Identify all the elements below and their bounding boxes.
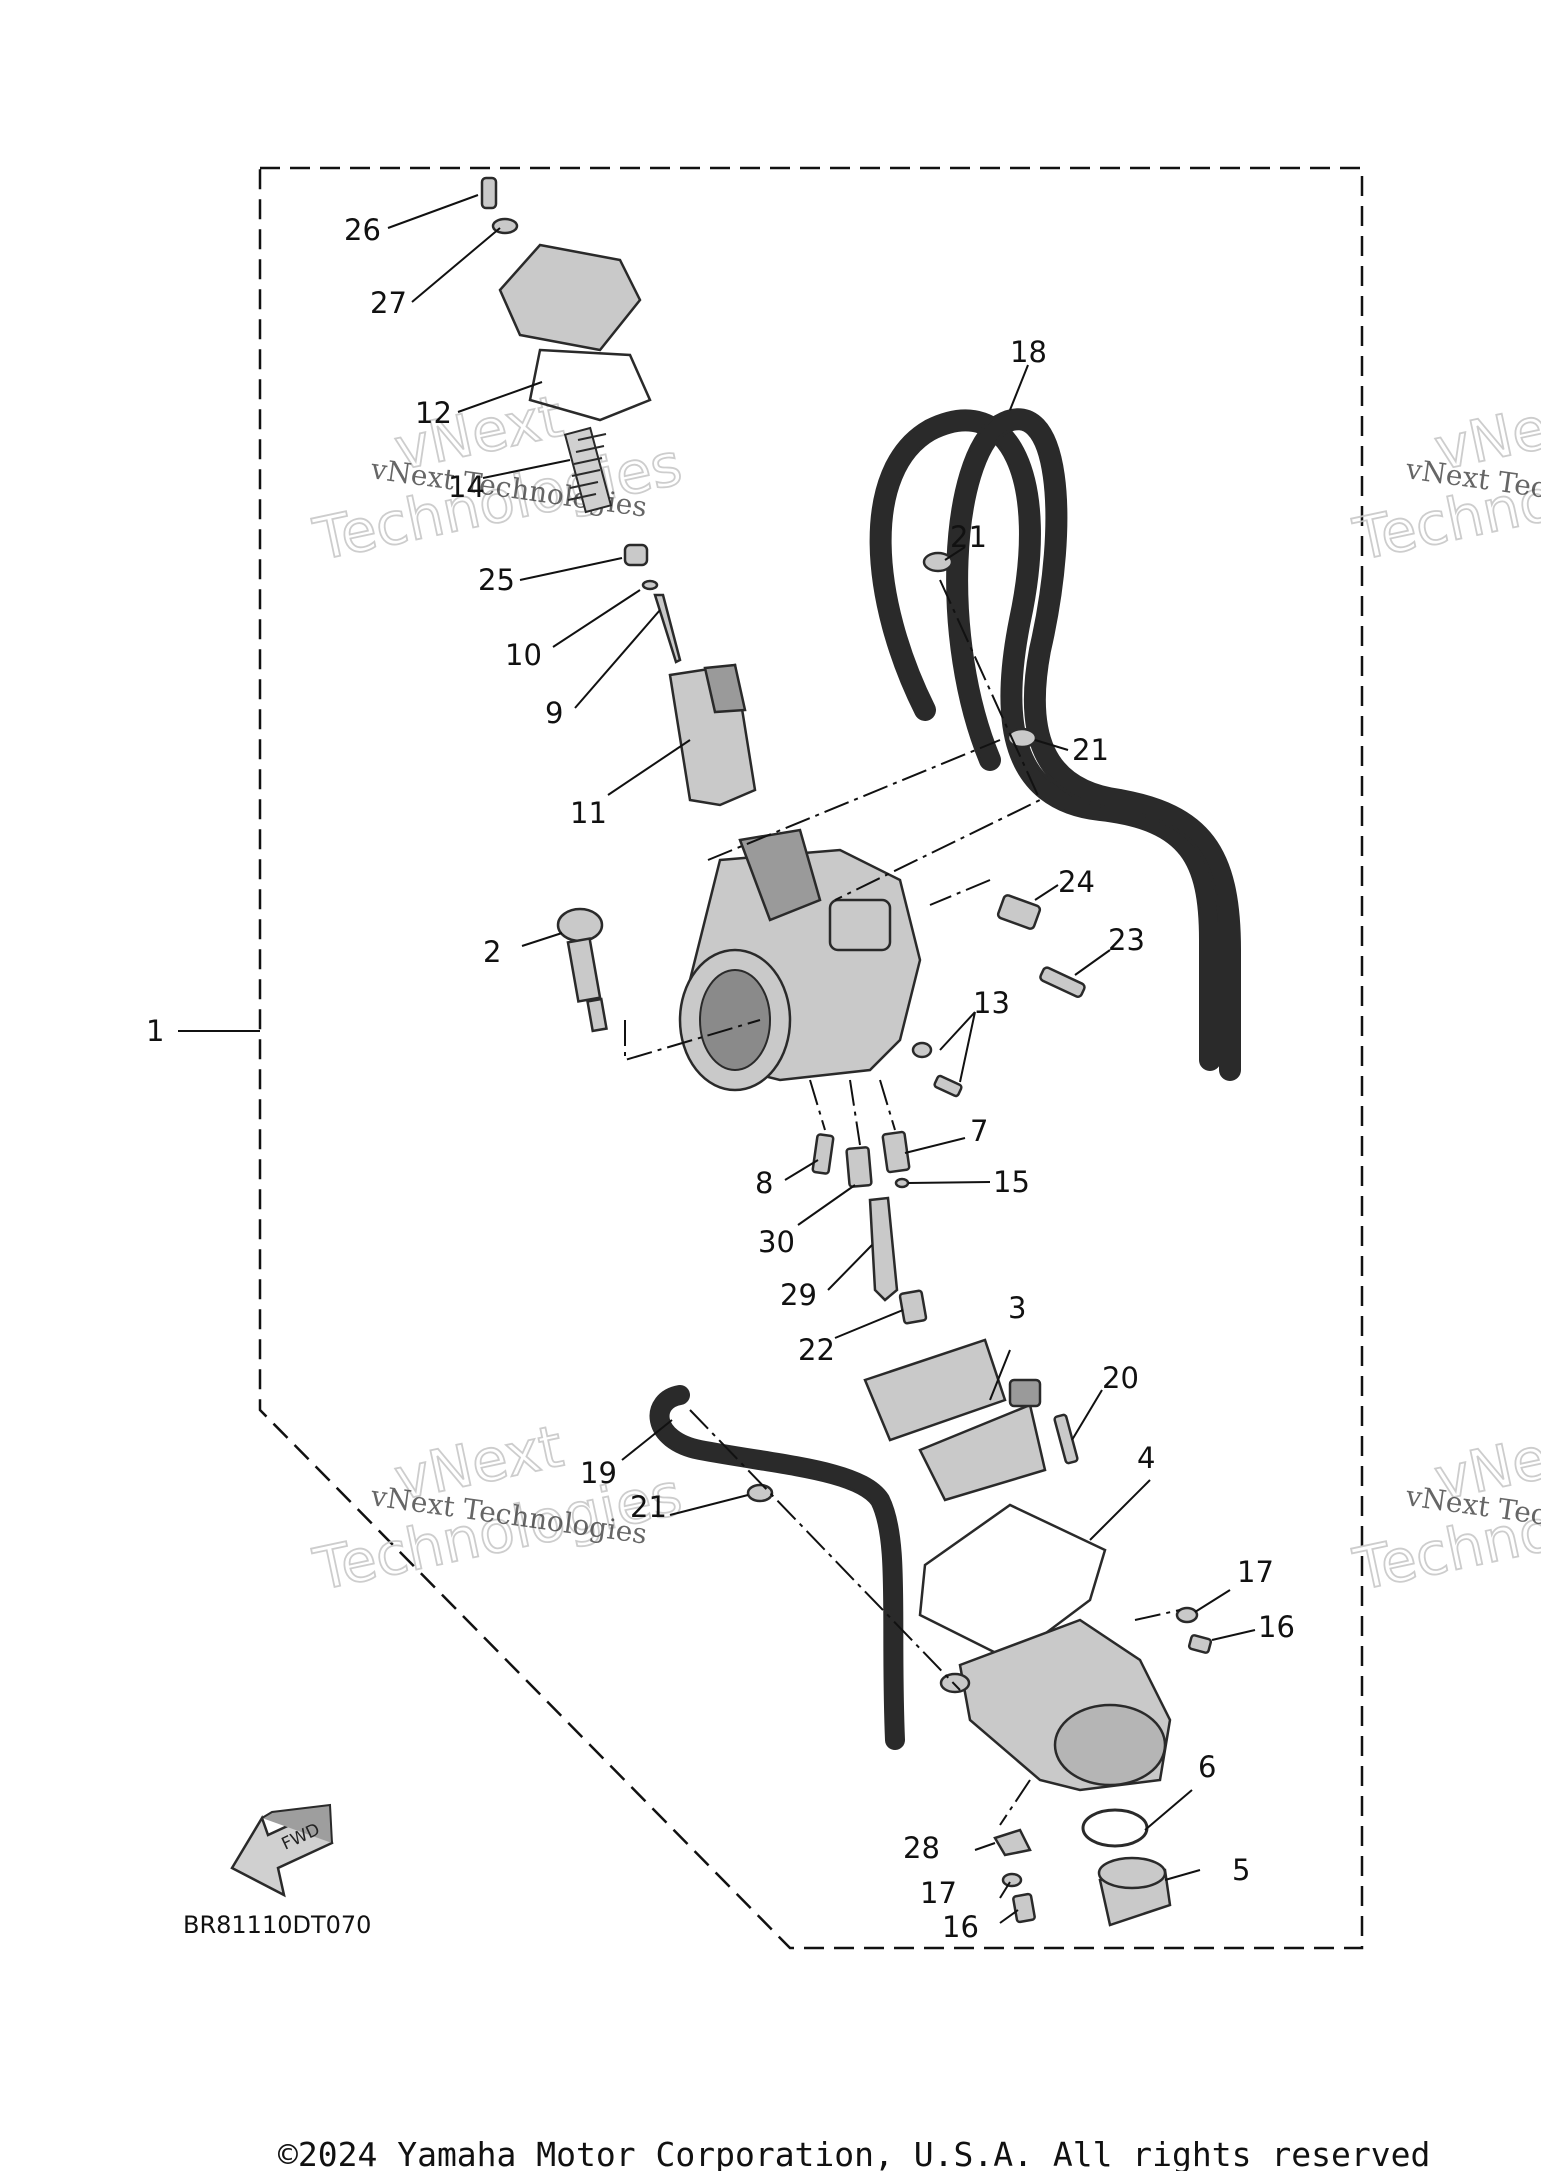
callout-6: 6: [1198, 1750, 1216, 1784]
small-screw: [933, 1074, 963, 1098]
callout-14: 14: [448, 470, 485, 504]
pilot-jet: [811, 1133, 835, 1175]
copyright-notice: ©2024 Yamaha Motor Corporation, U.S.A. A…: [278, 2138, 1431, 2171]
small-screw: [911, 1041, 933, 1059]
o-ring: [894, 1177, 910, 1189]
callout-27: 27: [370, 286, 407, 320]
callout-16a: 16: [1258, 1610, 1295, 1644]
callout-7: 7: [970, 1114, 988, 1148]
callout-18: 18: [1010, 335, 1047, 369]
assembly-line: [834, 579, 1042, 901]
callout-12: 12: [415, 396, 452, 430]
callout-30: 30: [758, 1225, 795, 1259]
needle-clip: [641, 579, 659, 591]
diagram-code: BR81110DT070: [183, 1911, 371, 1939]
assembly-line: [1134, 1609, 1181, 1621]
assembly-line: [809, 1079, 896, 1146]
cap-gasket: [528, 348, 652, 422]
idle-spring: [996, 894, 1042, 930]
bowl-screw: [1012, 1892, 1036, 1924]
callout-labels: 1 2 3 4 5 6 7 8 9 10 11 12 13 14 15 16 1…: [146, 213, 1295, 1944]
hose-guide: [993, 1828, 1032, 1857]
carburetor-body: [678, 828, 922, 1092]
callout-2: 2: [483, 935, 501, 969]
callout-26: 26: [344, 213, 381, 247]
callout-21c: 21: [630, 1490, 667, 1524]
hose-clip: [746, 1483, 774, 1503]
main-jet: [898, 1289, 928, 1325]
callout-16b: 16: [942, 1910, 979, 1944]
jet-needle: [653, 593, 682, 664]
callout-10: 10: [505, 638, 542, 672]
callout-4: 4: [1137, 1441, 1155, 1475]
washer: [1001, 1872, 1023, 1888]
float-bowl: [939, 1618, 1172, 1792]
idle-screw: [1039, 966, 1086, 998]
assembly-boundary: [258, 166, 1364, 1950]
watermark-bottom-right: vNext Technologies vNext Technologies: [1347, 1411, 1541, 1605]
callout-21a: 21: [950, 520, 987, 554]
assembly-line: [999, 1779, 1031, 1826]
throttle-valve-cutaway: [703, 663, 747, 714]
assembly-line: [929, 879, 991, 906]
needle-plate: [623, 543, 649, 567]
callout-22: 22: [798, 1333, 835, 1367]
bowl-o-ring: [1081, 1808, 1149, 1848]
callout-29: 29: [780, 1278, 817, 1312]
callout-13: 13: [973, 986, 1010, 1020]
assembly-line: [624, 1019, 761, 1062]
throttle-stop-screw: [556, 907, 608, 1033]
callout-17a: 17: [1237, 1555, 1274, 1589]
assembly-line: [689, 1409, 961, 1691]
float-pin: [1053, 1413, 1079, 1465]
vent-hose-loop: [869, 408, 1241, 1081]
callout-15: 15: [993, 1165, 1030, 1199]
callout-19: 19: [580, 1456, 617, 1490]
callout-21b: 21: [1072, 733, 1109, 767]
fwd-arrow-icon: FWD: [230, 1803, 334, 1898]
callout-24: 24: [1058, 865, 1095, 899]
top-cap: [498, 243, 642, 352]
callout-11: 11: [570, 796, 607, 830]
callout-1: 1: [146, 1014, 164, 1048]
callout-17b: 17: [920, 1876, 957, 1910]
callout-5: 5: [1232, 1853, 1250, 1887]
washer: [1175, 1606, 1199, 1624]
bowl-screw: [1187, 1634, 1213, 1654]
assembly-line: [707, 739, 1001, 861]
hose-clip: [1006, 727, 1038, 749]
callout-23: 23: [1108, 923, 1145, 957]
screw: [480, 176, 498, 210]
overflow-hose: [649, 1385, 905, 1750]
leader-lines: [178, 194, 1256, 1924]
callout-28: 28: [903, 1831, 940, 1865]
callout-3: 3: [1008, 1291, 1026, 1325]
watermark-top-right: vNext Technologies vNext Technologies: [1347, 381, 1541, 575]
float: [863, 1338, 1047, 1502]
hose-clip: [922, 551, 954, 573]
callout-9: 9: [545, 696, 563, 730]
throttle-spring: [563, 426, 613, 514]
jet-holder: [845, 1146, 873, 1188]
needle-jet: [868, 1196, 899, 1302]
callout-25: 25: [478, 563, 515, 597]
float-bowl-gasket: [918, 1503, 1107, 1662]
callout-8: 8: [755, 1166, 773, 1200]
starter-jet: [881, 1130, 911, 1174]
drain-plug: [1097, 1856, 1172, 1927]
callout-20: 20: [1102, 1361, 1139, 1395]
